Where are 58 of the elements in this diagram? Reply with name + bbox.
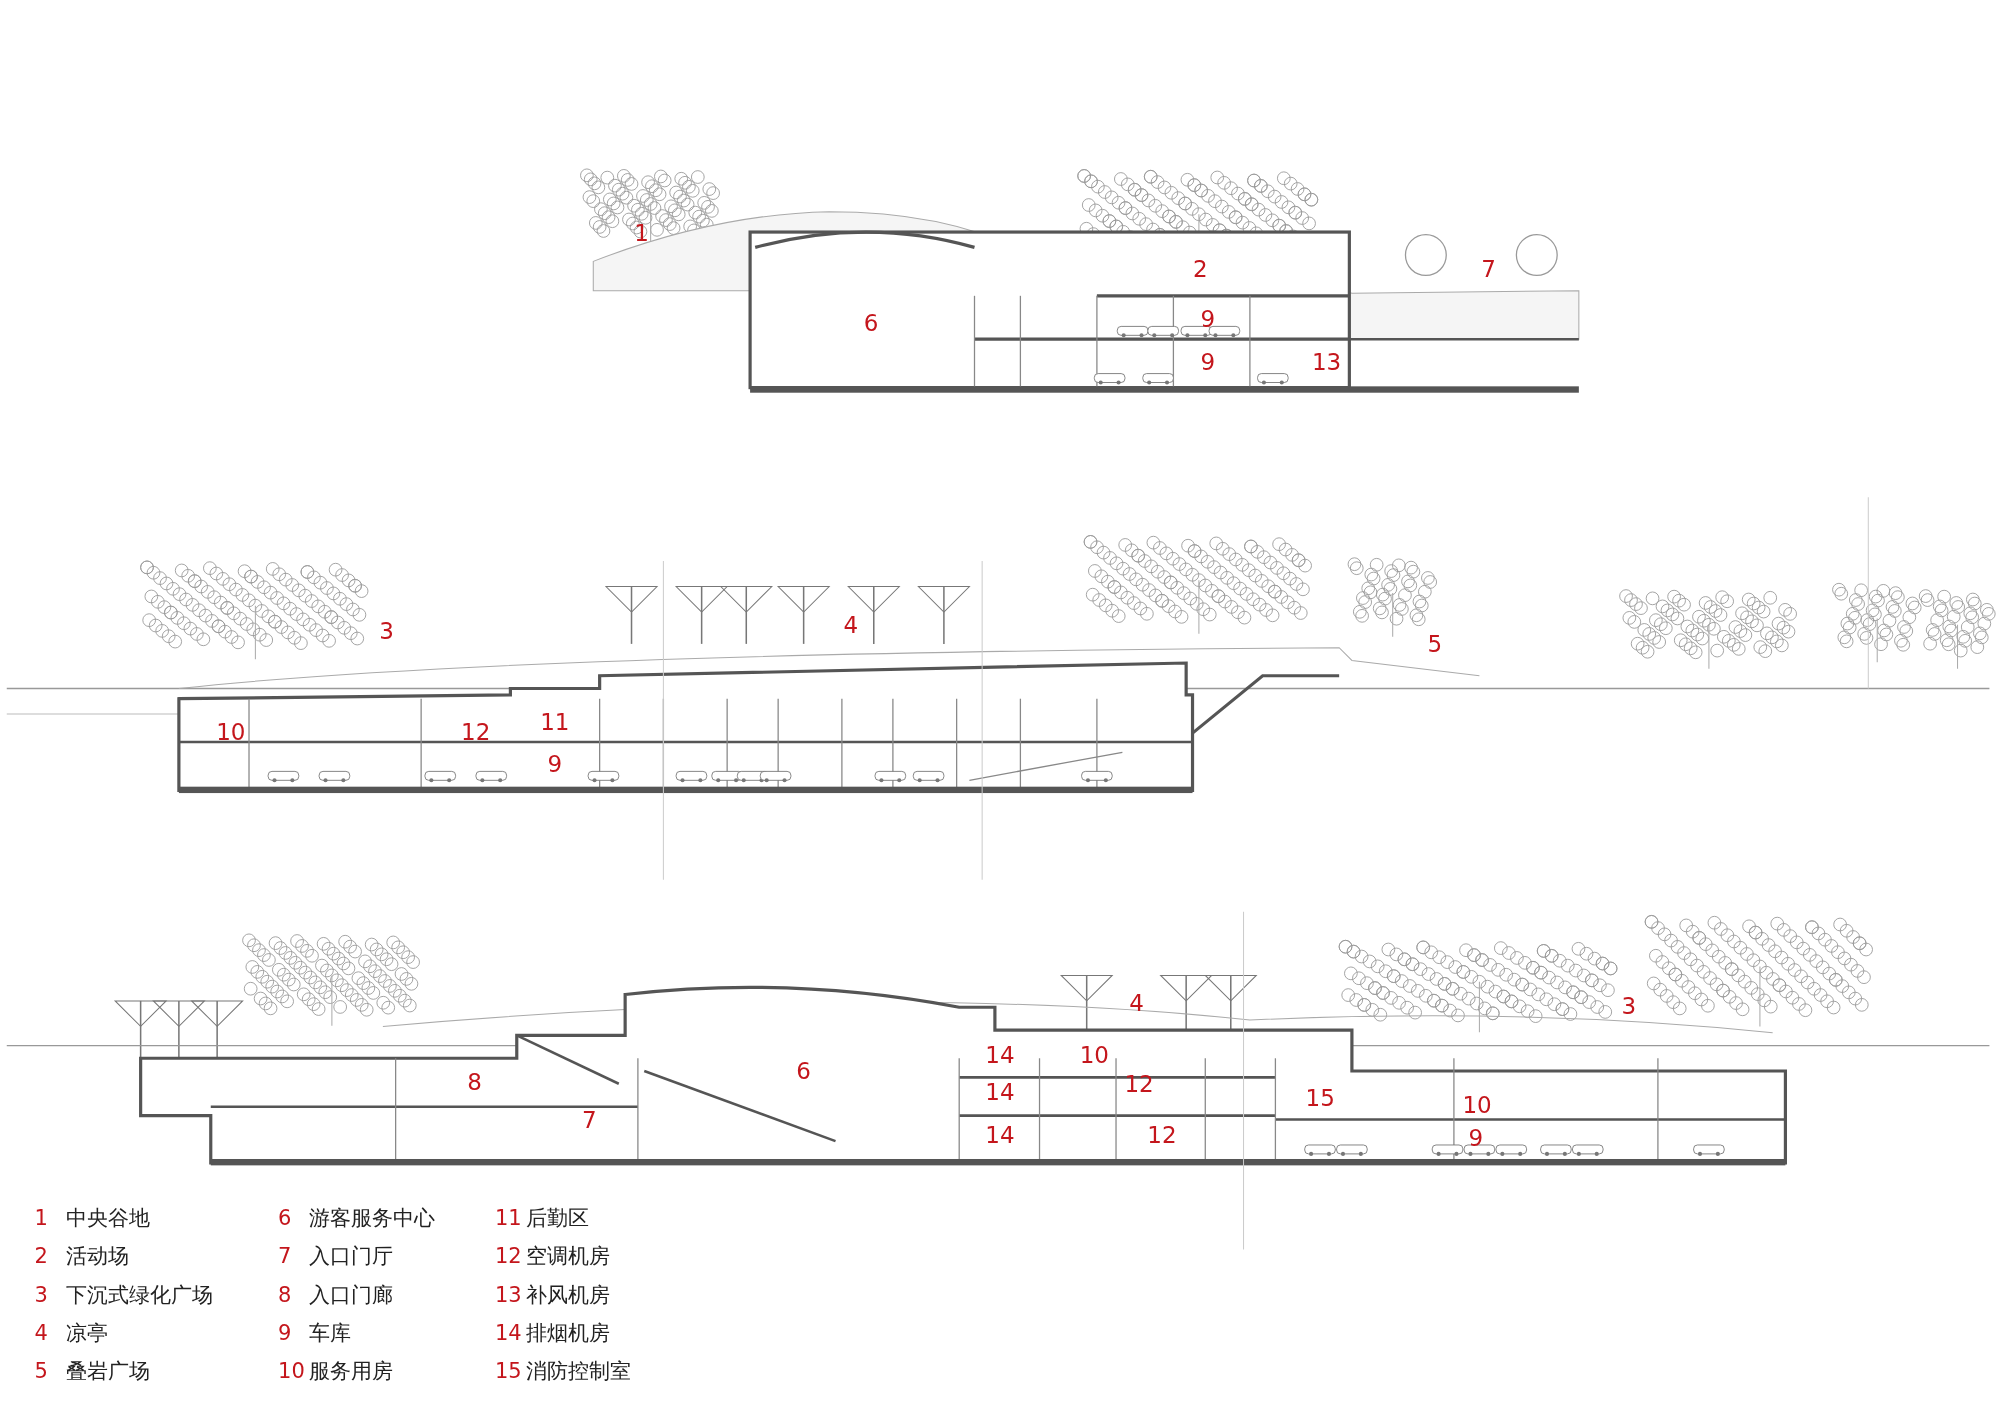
callout-number: 9 xyxy=(1468,1126,1484,1150)
callout-number: 13 xyxy=(1311,350,1342,374)
legend-number: 13 xyxy=(494,1284,522,1306)
callout-number: 7 xyxy=(581,1108,597,1132)
callout-number: 10 xyxy=(216,720,246,744)
callout-number: 6 xyxy=(863,311,879,335)
callout-number: 14 xyxy=(985,1080,1015,1104)
legend-text: 排烟机房 xyxy=(525,1322,610,1344)
callout-number: 12 xyxy=(1147,1123,1177,1147)
legend-number: 7 xyxy=(278,1245,292,1267)
callout-number: 6 xyxy=(796,1059,811,1083)
callout-number: 9 xyxy=(1200,307,1216,331)
callout-number: 9 xyxy=(1200,350,1216,374)
legend-number: 8 xyxy=(278,1284,292,1306)
legend-number: 2 xyxy=(34,1245,48,1267)
legend-text: 服务用房 xyxy=(308,1360,393,1382)
legend-number: 3 xyxy=(34,1284,48,1306)
legend-text: 车库 xyxy=(308,1322,351,1344)
legend-number: 15 xyxy=(494,1360,522,1382)
legend-number: 6 xyxy=(278,1207,292,1229)
callout-number: 10 xyxy=(1079,1043,1109,1067)
callout-number: 12 xyxy=(461,720,491,744)
callout-number: 12 xyxy=(1124,1072,1154,1096)
callout-number: 4 xyxy=(843,613,859,637)
callout-number: 5 xyxy=(1427,632,1443,656)
callout-number: 15 xyxy=(1305,1086,1335,1110)
legend-text: 中央谷地 xyxy=(66,1207,151,1229)
callout-number: 2 xyxy=(1192,257,1208,281)
legend-text: 游客服务中心 xyxy=(308,1207,435,1229)
legend-text: 凉亭 xyxy=(66,1322,109,1344)
legend-text: 入口门厅 xyxy=(308,1245,393,1267)
callout-number: 7 xyxy=(1481,257,1496,281)
callout-number: 14 xyxy=(985,1043,1015,1067)
legend-number: 14 xyxy=(494,1322,522,1344)
legend-number: 12 xyxy=(494,1245,522,1267)
legend-number: 11 xyxy=(494,1207,522,1229)
legend-text: 补风机房 xyxy=(525,1284,610,1306)
legend-number: 5 xyxy=(34,1360,48,1382)
callout-number: 14 xyxy=(985,1123,1015,1147)
legend-text: 入口门廊 xyxy=(308,1284,393,1306)
legend-text: 叠岩广场 xyxy=(66,1360,151,1382)
callout-number: 11 xyxy=(540,710,570,734)
callout-number: 4 xyxy=(1129,991,1144,1015)
callout-number: 9 xyxy=(547,752,563,776)
legend-text: 空调机房 xyxy=(525,1245,610,1267)
legend-number: 9 xyxy=(278,1322,292,1344)
legend-number: 4 xyxy=(34,1322,48,1344)
callout-number: 3 xyxy=(1621,994,1637,1018)
legend-text: 活动场 xyxy=(66,1245,130,1267)
callout-number: 10 xyxy=(1462,1093,1492,1117)
legend-text: 下沉式绿化广场 xyxy=(66,1284,214,1306)
legend-text: 消防控制室 xyxy=(525,1360,631,1382)
legend-number: 10 xyxy=(278,1360,305,1382)
callout-number: 8 xyxy=(467,1070,482,1094)
legend-number: 1 xyxy=(34,1207,48,1229)
legend-text: 后勤区 xyxy=(525,1207,589,1229)
callout-number: 1 xyxy=(634,221,649,245)
callout-number: 3 xyxy=(379,619,394,643)
